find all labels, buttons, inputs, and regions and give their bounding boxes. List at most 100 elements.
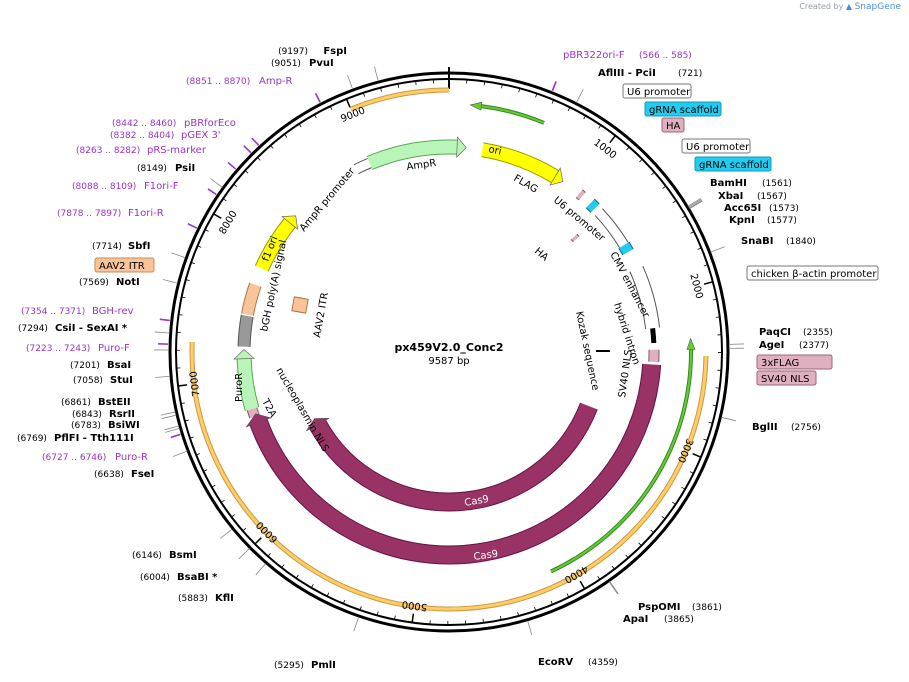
- minor-tick: [715, 387, 720, 389]
- box-u6-promoter-1: [622, 83, 692, 99]
- primer-mark-0: [551, 81, 557, 92]
- minor-tick: [185, 279, 190, 282]
- site-snabi-name: SnaBI: [741, 236, 773, 247]
- u6-promoter-feature-edge-outer: [602, 208, 629, 243]
- minor-tick: [284, 133, 288, 138]
- minor-tick: [517, 612, 520, 617]
- site-psppomi-name: PspOMI: [638, 602, 680, 613]
- green-arc-right: [575, 349, 693, 560]
- minor-tick: [394, 615, 396, 620]
- site-sbfi-pos: (7714): [92, 242, 122, 252]
- site-acc65i-pos: (1573): [769, 204, 799, 214]
- minor-tick: [662, 185, 667, 189]
- minor-tick: [203, 469, 208, 472]
- primer-bgh-rev-name: BGH-rev: [92, 306, 134, 317]
- primer-mark-9: [170, 433, 181, 439]
- orange-arc-left: [190, 341, 566, 611]
- aav2-itr-inner-mark: [291, 296, 309, 314]
- major-tick: [703, 281, 714, 285]
- minor-tick: [715, 316, 720, 318]
- site-leader-14: [210, 178, 223, 188]
- minor-tick: [281, 564, 285, 568]
- site-leader-21: [161, 414, 177, 419]
- site-ecorv-name: EcoRV: [538, 657, 573, 668]
- minor-tick: [518, 88, 521, 93]
- primer-mark-3: [243, 145, 252, 154]
- minor-tick: [326, 592, 330, 597]
- ampr-promoter-feature-edge-outer: [353, 157, 368, 166]
- green-arc-bottom: [550, 556, 577, 573]
- ampr-feature-edge-outer: [366, 139, 450, 158]
- cmv-enhancer-feature: [629, 266, 660, 330]
- boxed-grna-scaffold-1: gRNA scaffold: [649, 105, 719, 116]
- feature-layer: [158, 81, 709, 612]
- orange-arc-top: [349, 88, 450, 112]
- ori-feature-edge-outer: [483, 142, 559, 172]
- primer-puro-f-name: Puro-F: [98, 343, 130, 354]
- site-apai-name: ApaI: [623, 614, 648, 625]
- minor-tick: [583, 115, 587, 120]
- minor-tick: [501, 84, 503, 89]
- orange-arc-top-edge-outer: [349, 87, 450, 108]
- minor-tick: [376, 611, 379, 616]
- minor-tick: [681, 215, 686, 219]
- minor-tick: [625, 554, 629, 559]
- minor-tick: [535, 93, 538, 98]
- label-ampr-promoter: AmpR promoter: [298, 165, 358, 234]
- primer-pbr322ori-f-range: (566 .. 585): [639, 51, 692, 61]
- boxed-sv40-nls: SV40 NLS: [761, 374, 810, 385]
- f1-ori-feature-head: [281, 215, 298, 230]
- minor-tick: [184, 419, 189, 422]
- site-leader-1: [347, 74, 354, 90]
- primer-f1ori-r-name: F1ori-R: [128, 208, 164, 219]
- site-leader-24: [172, 450, 188, 457]
- minor-tick: [310, 584, 314, 588]
- minor-tick: [270, 145, 274, 149]
- ampr-promoter-feature-edge-inner: [358, 167, 372, 175]
- minor-tick: [397, 83, 400, 88]
- site-leader-23: [165, 427, 180, 433]
- site-stui-pos: (7058): [73, 376, 103, 386]
- primer-prs-marker-name: pRS-marker: [147, 145, 207, 156]
- minor-tick: [703, 264, 708, 267]
- cas9-inner-feature: [309, 402, 598, 511]
- orange-arc-right-1: [560, 355, 708, 585]
- site-leader-28: [353, 616, 359, 632]
- ampr-promoter-feature: [353, 158, 372, 174]
- site-leader-0: [374, 66, 379, 82]
- site-bsteii-name: BstEII: [98, 397, 131, 408]
- primer-pbr322ori-f-name: pBR322ori-F: [563, 50, 625, 61]
- primer-amp-r-range: (8851 .. 8870): [186, 77, 250, 87]
- tick-label-3000: 3000: [675, 437, 695, 465]
- minor-tick: [566, 593, 570, 598]
- site-noti-name: NotI: [116, 277, 140, 288]
- green-arc-top: [481, 104, 545, 125]
- site-bsai-pos: (7201): [70, 361, 100, 371]
- aav2-itr-feature-left-edge-outer: [241, 282, 251, 314]
- backbone-rings: [168, 67, 730, 633]
- minor-tick: [483, 81, 486, 86]
- site-leader-27: [255, 563, 266, 576]
- site-leader-11: [609, 581, 619, 594]
- bgh-polya-feature: [238, 314, 254, 347]
- minor-tick: [651, 171, 655, 176]
- minor-tick: [611, 565, 615, 570]
- snapgene-logo-icon: ▲: [845, 2, 853, 11]
- minor-tick: [638, 542, 642, 546]
- minor-tick: [242, 527, 247, 532]
- site-kfli-name: KflI: [215, 593, 234, 604]
- boxed-ha: HA: [666, 121, 681, 132]
- minor-tick: [197, 245, 202, 248]
- cas9-outer-feature: [250, 363, 661, 564]
- ampr-feature-head: [456, 136, 467, 158]
- boxed-u6-promoter-2: U6 promoter: [686, 142, 750, 153]
- label-aav2-itr-inner: AAV2 ITR: [312, 292, 331, 339]
- label-sv40-nls-inner: SV40 NLS: [617, 349, 635, 399]
- green-arc-right-head: [686, 337, 696, 350]
- minor-tick: [244, 170, 249, 174]
- site-pmli-name: PmlI: [311, 660, 336, 671]
- leader-lines: [154, 66, 744, 636]
- t2a-feature-edge-outer: [246, 410, 251, 419]
- site-psii-pos: (8149): [137, 164, 167, 174]
- major-tick: [609, 135, 616, 144]
